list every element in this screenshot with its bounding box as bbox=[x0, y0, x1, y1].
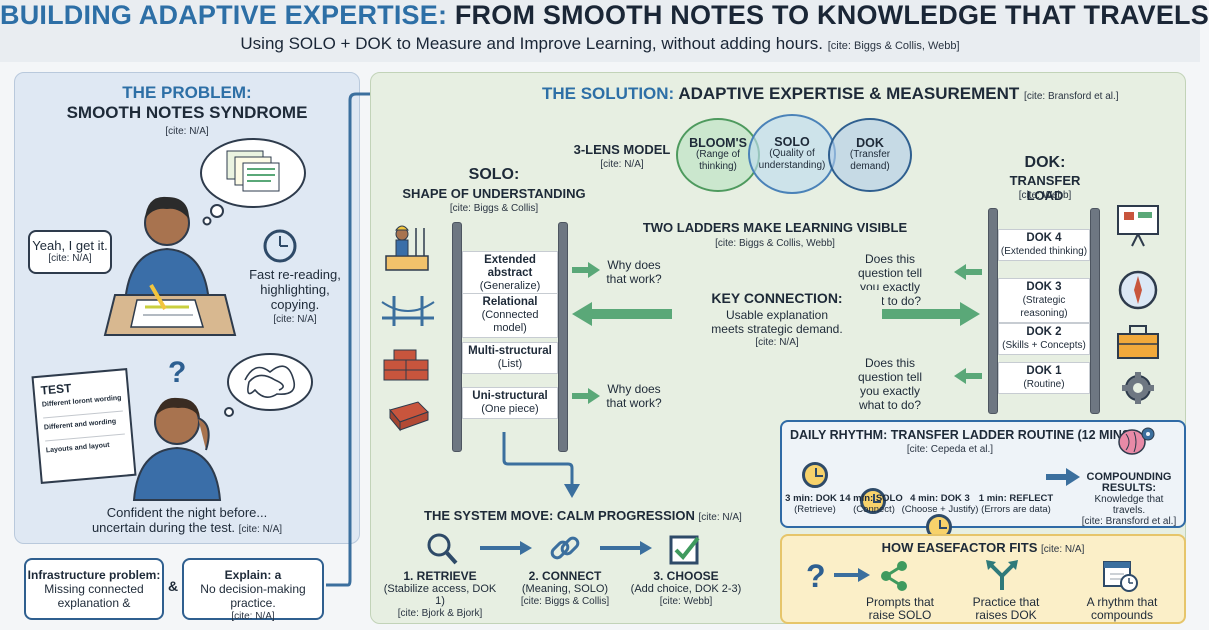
compass-icon bbox=[1118, 270, 1158, 310]
chain-link-icon bbox=[550, 536, 580, 560]
header bbox=[0, 0, 1200, 62]
daily-rhythm-box bbox=[780, 420, 1186, 528]
dok-question-bottom: Does this question tell you exactly what… bbox=[857, 356, 923, 412]
question-mark-icon: ? bbox=[168, 356, 187, 389]
infrastructure-problem-box: Infrastructure problem: Missing connecte… bbox=[24, 558, 164, 620]
step-choose: 3. CHOOSE(Add choice, DOK 2-3)[cite: Web… bbox=[630, 569, 742, 607]
dok-rung-3: DOK 3(Strategic reasoning) bbox=[998, 278, 1090, 323]
dok-title-b: TRANSFER LOAD bbox=[1009, 173, 1081, 203]
lens-dok: DOK (Transfer demand) bbox=[828, 118, 912, 192]
toolbox-icon bbox=[1117, 325, 1159, 359]
key-connection-title: KEY CONNECTION: bbox=[672, 290, 882, 306]
solo-rung-relational: Relational(Connected model) bbox=[462, 293, 558, 338]
page-subtitle: Using SOLO + DOK to Measure and Improve … bbox=[240, 34, 960, 53]
speech-bubble: Yeah, I get it. [cite: N/A] bbox=[28, 230, 112, 274]
lens-model-title: 3-LENS MODEL bbox=[573, 142, 671, 157]
arrow-right-icon bbox=[480, 541, 532, 555]
bricks-icon bbox=[383, 349, 429, 381]
rhythm-item-reflect: 1 min: REFLECT(Errors are data) bbox=[978, 493, 1054, 515]
solo-cite: [cite: Biggs & Collis] bbox=[449, 203, 539, 214]
solo-title-a: SOLO: bbox=[468, 166, 520, 183]
problem-title-b: SMOOTH NOTES SYNDROME bbox=[66, 103, 308, 122]
dok-ladder-right-rail bbox=[1090, 208, 1100, 414]
notes-thought-bubble bbox=[200, 138, 306, 226]
why-question-top: Why does that work? bbox=[606, 258, 662, 286]
dok-rung-2: DOK 2(Skills + Concepts) bbox=[998, 323, 1090, 355]
easefactor-item-rhythm: A rhythm that compounds bbox=[1086, 595, 1158, 622]
fork-arrows-icon bbox=[986, 560, 1018, 590]
test-paper: TEST Different loront wording Different … bbox=[31, 368, 137, 484]
step-retrieve: 1. RETRIEVE(Stabilize access, DOK 1)[cit… bbox=[383, 569, 497, 619]
step-connect: 2. CONNECT(Meaning, SOLO)[cite: Biggs & … bbox=[520, 569, 610, 607]
arrow-right-icon bbox=[834, 568, 870, 582]
arrow-left-icon bbox=[954, 264, 982, 280]
problem-title-a: THE PROBLEM: bbox=[122, 83, 252, 102]
solo-ladder-right-rail bbox=[558, 222, 568, 452]
student-reading-illustration bbox=[103, 196, 237, 336]
ampersand: & bbox=[168, 578, 179, 594]
system-move-title: THE SYSTEM MOVE: CALM PROGRESSION [cite:… bbox=[424, 508, 742, 523]
solution-title: THE SOLUTION: ADAPTIVE EXPERTISE & MEASU… bbox=[542, 84, 1119, 103]
bridge-icon bbox=[381, 296, 435, 326]
why-question-bottom: Why does that work? bbox=[606, 382, 662, 410]
explain-box: Explain: a No decision-making practice. … bbox=[182, 558, 324, 622]
share-nodes-icon bbox=[881, 561, 907, 591]
two-ladders-title: TWO LADDERS MAKE LEARNING VISIBLE bbox=[642, 220, 908, 235]
dok-rung-4: DOK 4(Extended thinking) bbox=[998, 229, 1090, 261]
brick-icon bbox=[389, 401, 429, 432]
solo-title-b: SHAPE OF UNDERSTANDING bbox=[402, 186, 586, 201]
solo-rung-unistructural: Uni-structural(One piece) bbox=[462, 387, 558, 419]
solo-rung-extended: Extended abstract(Generalize) bbox=[462, 251, 558, 296]
dok-level-icons bbox=[1117, 205, 1159, 404]
uncertain-text: uncertain during the test. [cite: N/A] bbox=[91, 520, 283, 535]
magnifier-icon bbox=[427, 533, 458, 565]
arrow-right-icon bbox=[572, 388, 600, 404]
rhythm-item-solo: 4 min: SOLO(Connect) bbox=[845, 493, 903, 515]
key-connection-text: Usable explanation meets strategic deman… bbox=[672, 308, 882, 350]
easefactor-title: HOW EASEFACTOR FITS [cite: N/A] bbox=[881, 540, 1085, 555]
presentation-board-icon bbox=[1117, 205, 1159, 247]
study-habits: Fast re-reading, highlighting, copying. … bbox=[249, 267, 341, 325]
lens-model-cite: [cite: N/A] bbox=[600, 159, 644, 170]
dok-rung-1: DOK 1(Routine) bbox=[998, 362, 1090, 394]
page-title: BUILDING ADAPTIVE EXPERTISE: FROM SMOOTH… bbox=[0, 0, 1209, 30]
dok-ladder-left-rail bbox=[988, 208, 998, 414]
calendar-clock-icon bbox=[1103, 561, 1138, 592]
solo-to-system-arrow bbox=[502, 432, 580, 498]
two-ladders-cite: [cite: Biggs & Collis, Webb] bbox=[715, 238, 835, 249]
arrow-right-icon bbox=[572, 262, 600, 278]
arrow-right-icon bbox=[600, 541, 652, 555]
dok-title-a: DOK: bbox=[1024, 154, 1066, 171]
problem-cite: [cite: N/A] bbox=[165, 126, 209, 137]
compounding-results: COMPOUNDING RESULTS: Knowledge that trav… bbox=[1081, 471, 1177, 528]
solo-rung-multistructural: Multi-structural(List) bbox=[462, 342, 558, 374]
question-mark-icon: ? bbox=[806, 558, 826, 594]
timer-icon bbox=[860, 488, 886, 514]
confident-text: Confident the night before... bbox=[106, 505, 268, 520]
gear-icon bbox=[1122, 372, 1154, 404]
clock-icon bbox=[263, 229, 297, 263]
rhythm-cite: [cite: Cepeda et al.] bbox=[906, 444, 994, 455]
checkbox-icon bbox=[669, 535, 700, 565]
rhythm-item-dok3: 4 min: DOK 3(Choose + Justify) bbox=[901, 493, 979, 515]
timer-icon bbox=[802, 462, 828, 488]
easefactor-item-solo: Prompts that raise SOLO bbox=[865, 595, 935, 622]
rhythm-title: DAILY RHYTHM: TRANSFER LADDER ROUTINE (1… bbox=[790, 428, 1135, 442]
confused-thought-bubble bbox=[224, 353, 313, 417]
rhythm-item-dok1: 3 min: DOK 1(Retrieve) bbox=[785, 493, 845, 515]
arrow-right-icon bbox=[1046, 468, 1080, 486]
builder-icon bbox=[385, 225, 429, 271]
student-confused-illustration bbox=[132, 397, 222, 501]
dok-cite: [cite: Webb] bbox=[1018, 190, 1072, 201]
lens-solo: SOLO (Quality of understanding) bbox=[748, 114, 836, 194]
brain-gear-icon bbox=[1118, 427, 1155, 455]
arrow-left-icon bbox=[954, 368, 982, 384]
easefactor-item-dok: Practice that raises DOK bbox=[972, 595, 1040, 622]
solo-ladder-left-rail bbox=[452, 222, 462, 452]
solo-level-icons bbox=[381, 225, 435, 432]
lens-blooms: BLOOM'S (Range of thinking) bbox=[676, 118, 760, 192]
